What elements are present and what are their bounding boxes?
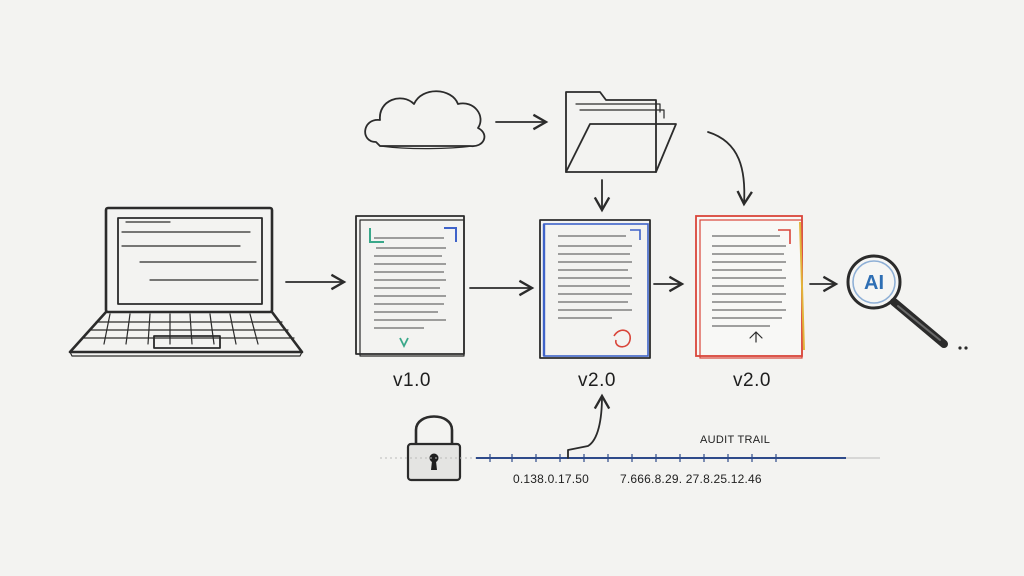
folder-icon xyxy=(565,91,677,173)
audit-trail-timeline xyxy=(380,393,880,462)
laptop-icon xyxy=(68,206,304,357)
version-label-v1: v1.0 xyxy=(393,370,431,391)
arrow-folder-to-review xyxy=(707,131,753,207)
document-v2 xyxy=(539,219,651,359)
audit-trail-title: AUDIT TRAIL xyxy=(700,434,771,446)
document-v1 xyxy=(355,215,465,357)
audit-timestamp-2: 7.666.8.29. 27.8.25.12.46 xyxy=(620,472,762,486)
document-text-lines xyxy=(558,235,632,319)
arrow-audit-to-v2 xyxy=(567,393,611,459)
document-v2-review xyxy=(695,215,805,359)
cloud-icon xyxy=(364,90,486,150)
audit-timestamp-1: 0.138.0.17.50 xyxy=(513,472,590,486)
version-label-v2: v2.0 xyxy=(578,370,616,391)
document-text-lines xyxy=(712,235,786,327)
document-text-lines xyxy=(374,237,446,329)
ai-badge: AI xyxy=(864,272,884,294)
magnifier-ai-icon: AI xyxy=(846,254,968,350)
version-label-v2-review: v2.0 xyxy=(733,370,771,391)
padlock-icon xyxy=(406,415,462,482)
timeline-ticks xyxy=(489,454,777,462)
